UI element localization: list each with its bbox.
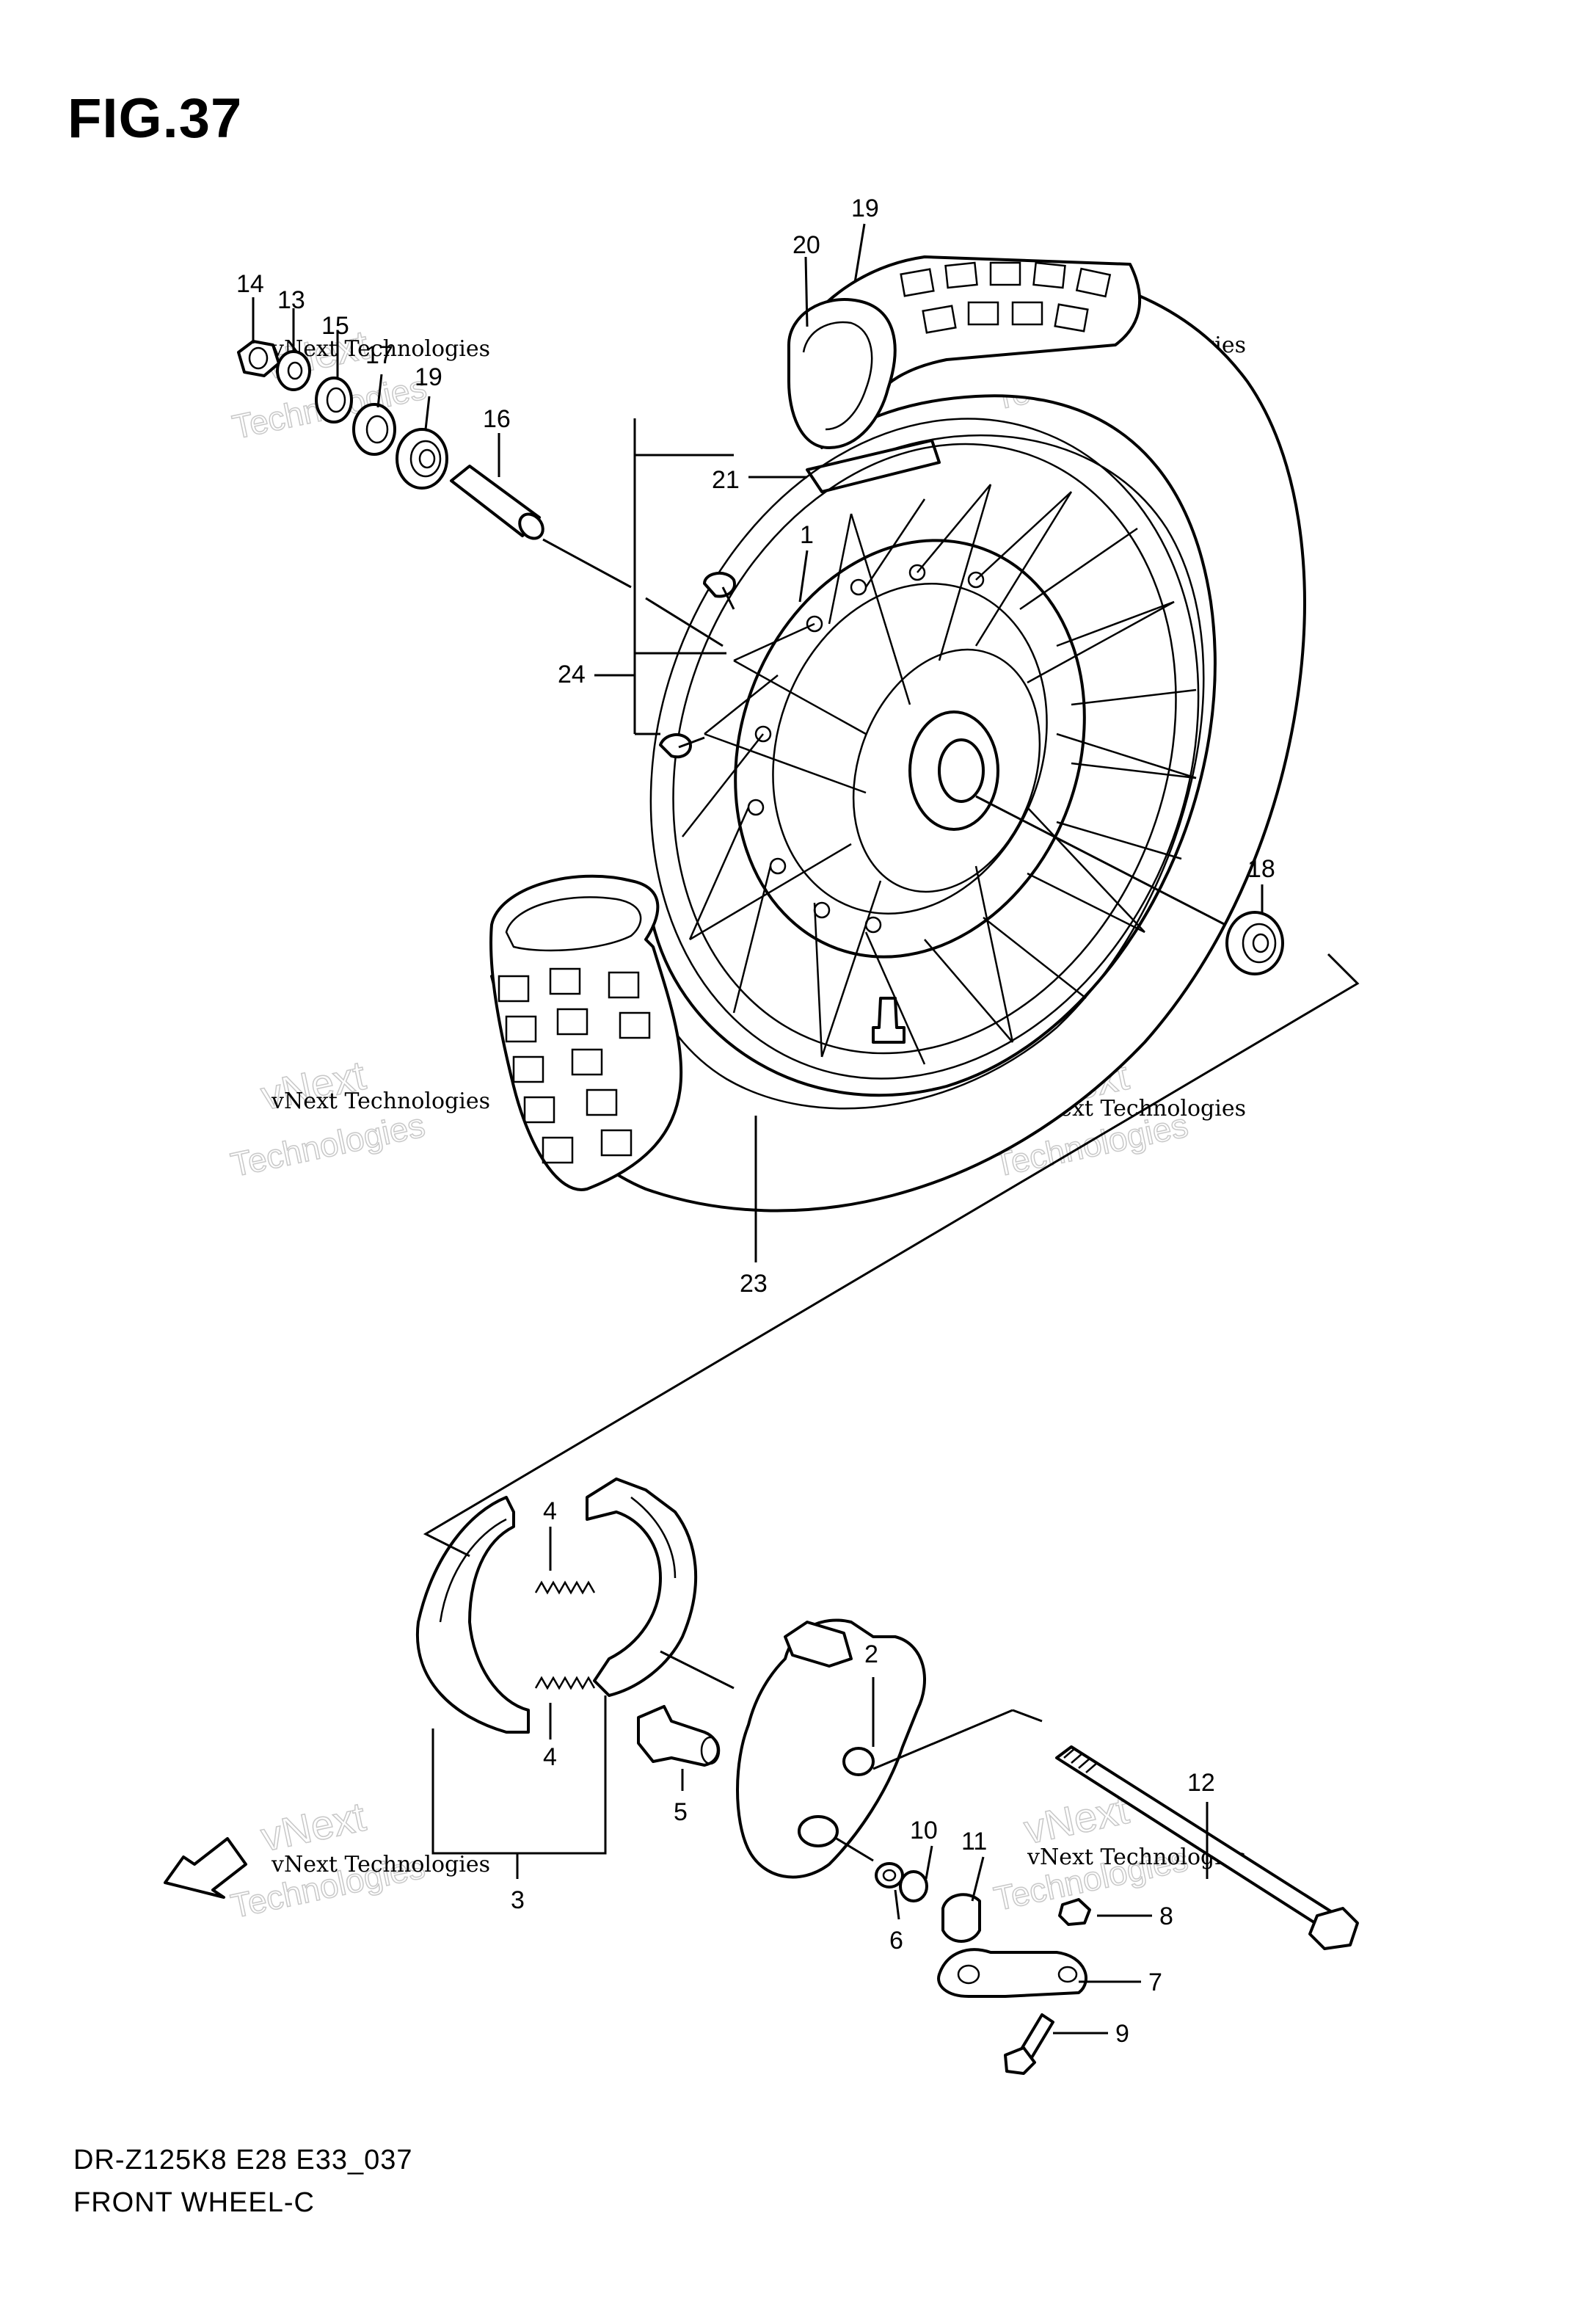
callout-18: 18 [1247, 855, 1275, 883]
brake-parts [415, 1477, 1359, 2075]
callout-9: 9 [1115, 2020, 1129, 2048]
model-code: DR-Z125K8 E28 E33_037 [73, 2145, 413, 2175]
watermark-technologies: Technologies [227, 1105, 428, 1184]
callout-14: 14 [236, 270, 264, 298]
callout-7: 7 [1148, 1969, 1162, 1996]
callout-11: 11 [961, 1828, 987, 1855]
callout-23: 23 [740, 1270, 768, 1298]
assembly-lines [423, 418, 1360, 1855]
figure-name: FRONT WHEEL-C [73, 2187, 315, 2218]
callout-21: 20 [792, 231, 820, 259]
callout-6: 6 [889, 1927, 903, 1955]
watermark-text: vNext Technologies [271, 336, 490, 362]
rim-and-spokes [649, 418, 1200, 1080]
callout-5: 5 [674, 1798, 688, 1826]
callout-12: 12 [1187, 1769, 1215, 1797]
leader-lines [252, 223, 1264, 2035]
figure-title: FIG.37 [68, 87, 243, 150]
callout-24: 24 [558, 661, 586, 688]
callout-8: 8 [1159, 1902, 1173, 1930]
callout-10: 10 [910, 1817, 938, 1844]
watermark-vnext: vNext [257, 1793, 370, 1860]
callout-13: 13 [277, 286, 305, 314]
callout-22: 21 [712, 466, 740, 494]
callout-15: 15 [321, 312, 349, 340]
fwd-arrow-icon: FWD [164, 1837, 247, 1899]
callout-19: 19 [415, 363, 442, 391]
callout-17: 17 [365, 341, 393, 369]
callout-16: 16 [483, 405, 511, 433]
watermark-text: vNext Technologies [271, 1088, 490, 1114]
tire-drawing [489, 255, 1306, 1213]
callout-3: 3 [511, 1886, 525, 1914]
callout-4-upper: 4 [543, 1497, 557, 1525]
callout-4-lower: 4 [543, 1743, 557, 1771]
callout-2: 2 [864, 1640, 878, 1668]
callout-labels: 19 20 21 1 24 23 18 14 13 15 17 19 16 4 … [236, 195, 1275, 2048]
callout-1: 1 [800, 521, 814, 549]
axle-parts [237, 340, 1284, 975]
callout-20: 19 [851, 195, 879, 222]
watermark-text: vNext Technologies [271, 1852, 490, 1877]
